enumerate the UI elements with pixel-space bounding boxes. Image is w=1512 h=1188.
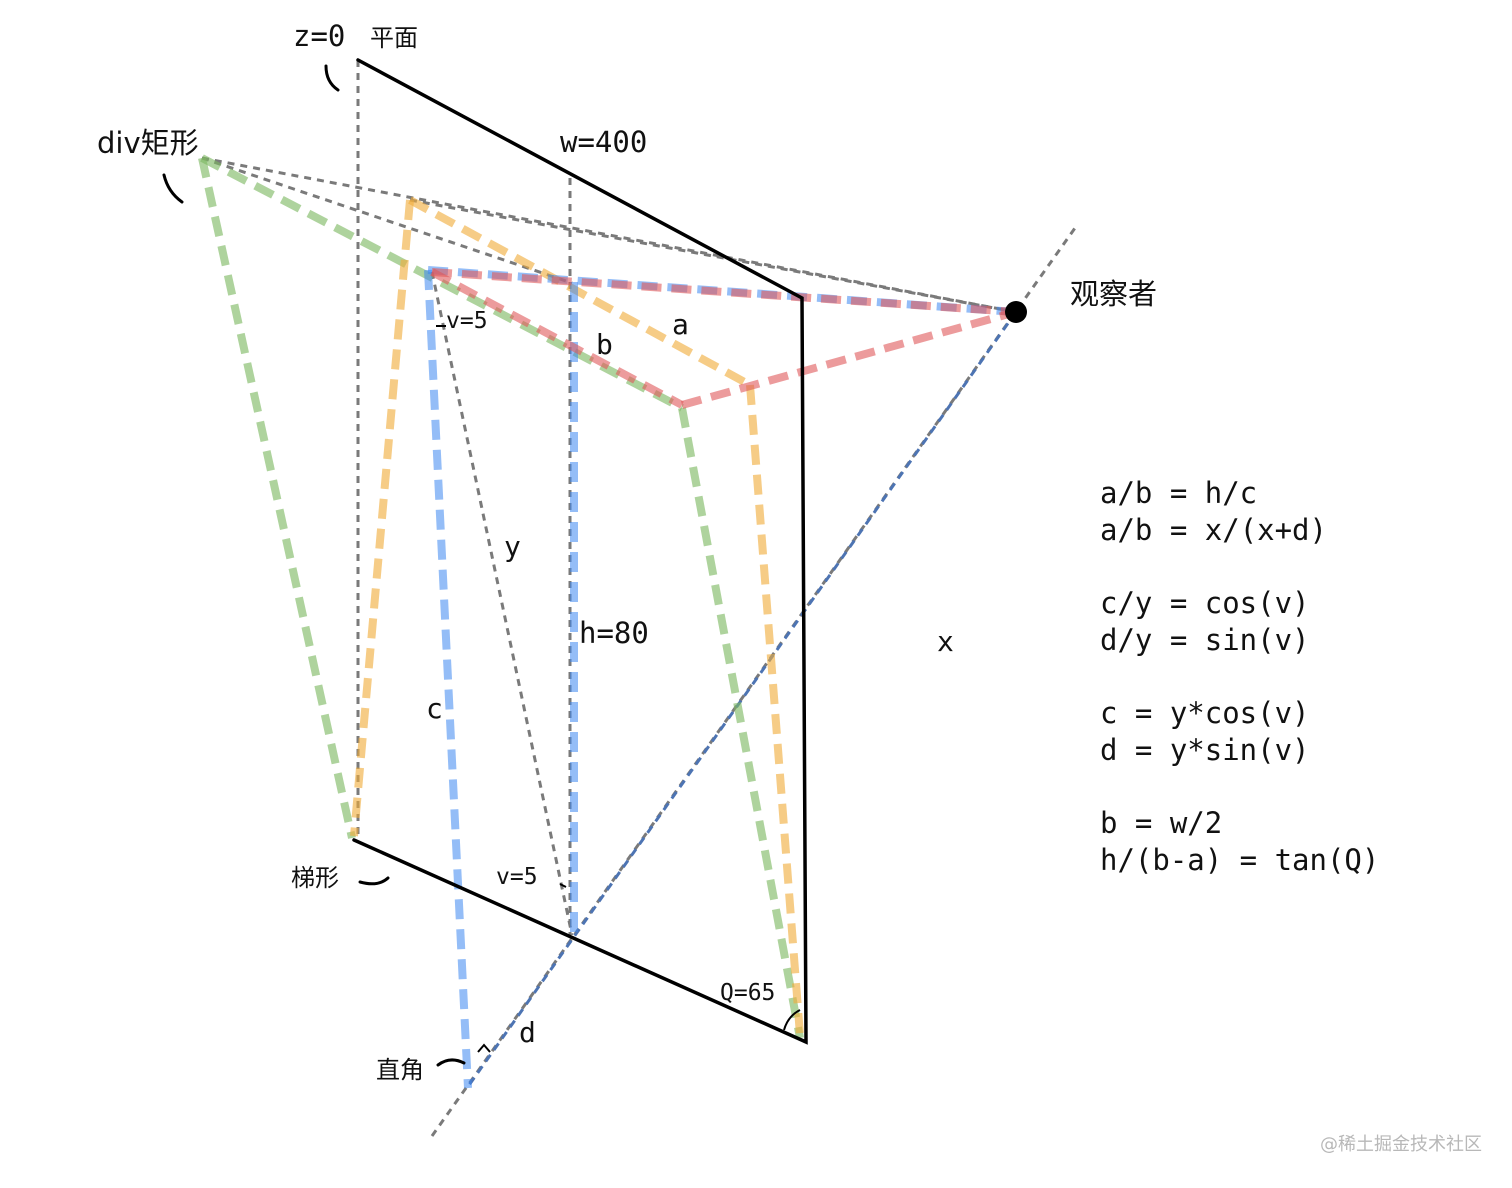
formula-line: d = y*sin(v)	[1100, 733, 1310, 767]
label-v-top: v=5	[446, 308, 488, 334]
label-a: a	[672, 308, 689, 341]
formula-line: h/(b-a) = tan(Q)	[1100, 843, 1379, 877]
sight-line-orange-corner	[409, 198, 1017, 314]
observer-sight-line	[465, 311, 1018, 1089]
z0-plane-frame	[352, 58, 808, 1045]
z0-hook	[324, 64, 340, 92]
v-bottom-angle-mark	[559, 883, 567, 888]
annotation-marks	[162, 64, 801, 1067]
observer-point	[1005, 301, 1027, 323]
formula-line: d/y = sin(v)	[1100, 623, 1310, 657]
formula-line: c = y*cos(v)	[1100, 696, 1310, 730]
formula-line: a/b = h/c	[1100, 476, 1257, 510]
red-shape	[430, 268, 1018, 409]
formula-block: a/b = h/c a/b = x/(x+d) c/y = cos(v) d/y…	[1100, 476, 1379, 877]
formula-line: c/y = cos(v)	[1100, 586, 1310, 620]
right-angle-mark	[477, 1043, 491, 1053]
trapezoid-hook	[358, 876, 390, 886]
observer-axis	[430, 227, 1077, 1137]
label-b: b	[596, 328, 613, 361]
label-y: y	[504, 530, 521, 563]
construction-lines	[201, 60, 1077, 1137]
label-observer: 观察者	[1070, 277, 1157, 311]
label-d: d	[519, 1016, 536, 1049]
sight-line-div-corner	[201, 156, 1017, 314]
formula-line: b = w/2	[1100, 806, 1222, 840]
watermark: @稀土掘金技术社区	[1320, 1134, 1482, 1155]
label-q: Q=65	[720, 980, 775, 1006]
label-x: x	[937, 625, 954, 658]
label-trapezoid: 梯形	[291, 864, 339, 892]
orange-shape	[350, 196, 804, 1036]
label-z0: z=0	[293, 19, 345, 53]
label-div-rect: div矩形	[97, 126, 199, 160]
labels: z=0 平面 div矩形 w=400 观察者 v=5 a b y h=80 c …	[97, 19, 1157, 1084]
label-right-angle: 直角	[376, 1056, 424, 1084]
y-line	[430, 271, 574, 936]
formula-line: a/b = x/(x+d)	[1100, 513, 1327, 547]
sight-line-div-inner	[201, 156, 573, 285]
label-h: h=80	[579, 616, 649, 650]
label-v-bottom: v=5	[496, 864, 538, 890]
q-angle-mark	[783, 1009, 801, 1031]
right-angle-hook	[436, 1058, 466, 1067]
label-w: w=400	[560, 125, 647, 159]
label-plane: 平面	[370, 24, 418, 52]
div-hook	[162, 173, 184, 204]
label-c: c	[426, 692, 443, 725]
